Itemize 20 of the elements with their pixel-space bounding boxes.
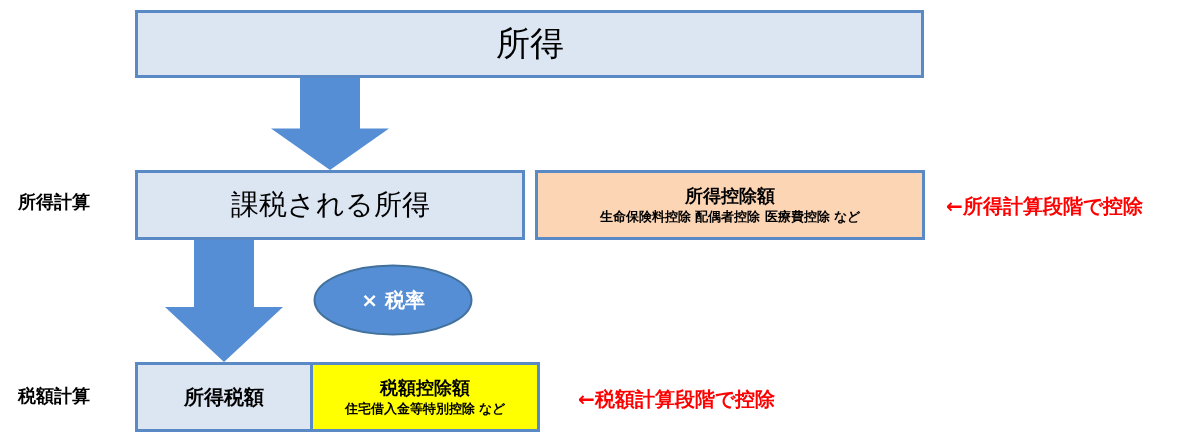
node-subtitle: 生命保険料控除 配偶者控除 医療費控除 など [599, 208, 861, 226]
node-text: 所得 [495, 22, 564, 65]
deduction-box [310, 362, 540, 432]
annotation-text: ←所得計算段階で控除 [946, 193, 1143, 220]
block-arrow [271, 78, 389, 170]
process-box [135, 170, 525, 240]
block-arrow [165, 240, 283, 362]
node-text: × 税率 [361, 286, 425, 314]
annotation-text: ←税額計算段階で控除 [578, 386, 775, 413]
process-box [135, 362, 313, 432]
row-label: 所得計算 [18, 190, 90, 214]
node-text: 課税される所得 [230, 187, 430, 223]
node-title: 所得控除額 [685, 184, 775, 208]
income-box [135, 10, 924, 78]
ellipse-node [313, 264, 473, 336]
row-label: 税額計算 [18, 384, 90, 408]
node-text: 所得税額 [184, 383, 264, 411]
node-title: 税額控除額 [380, 376, 470, 400]
deduction-box [535, 170, 925, 240]
node-subtitle: 住宅借入金等特別控除 など [344, 400, 506, 418]
